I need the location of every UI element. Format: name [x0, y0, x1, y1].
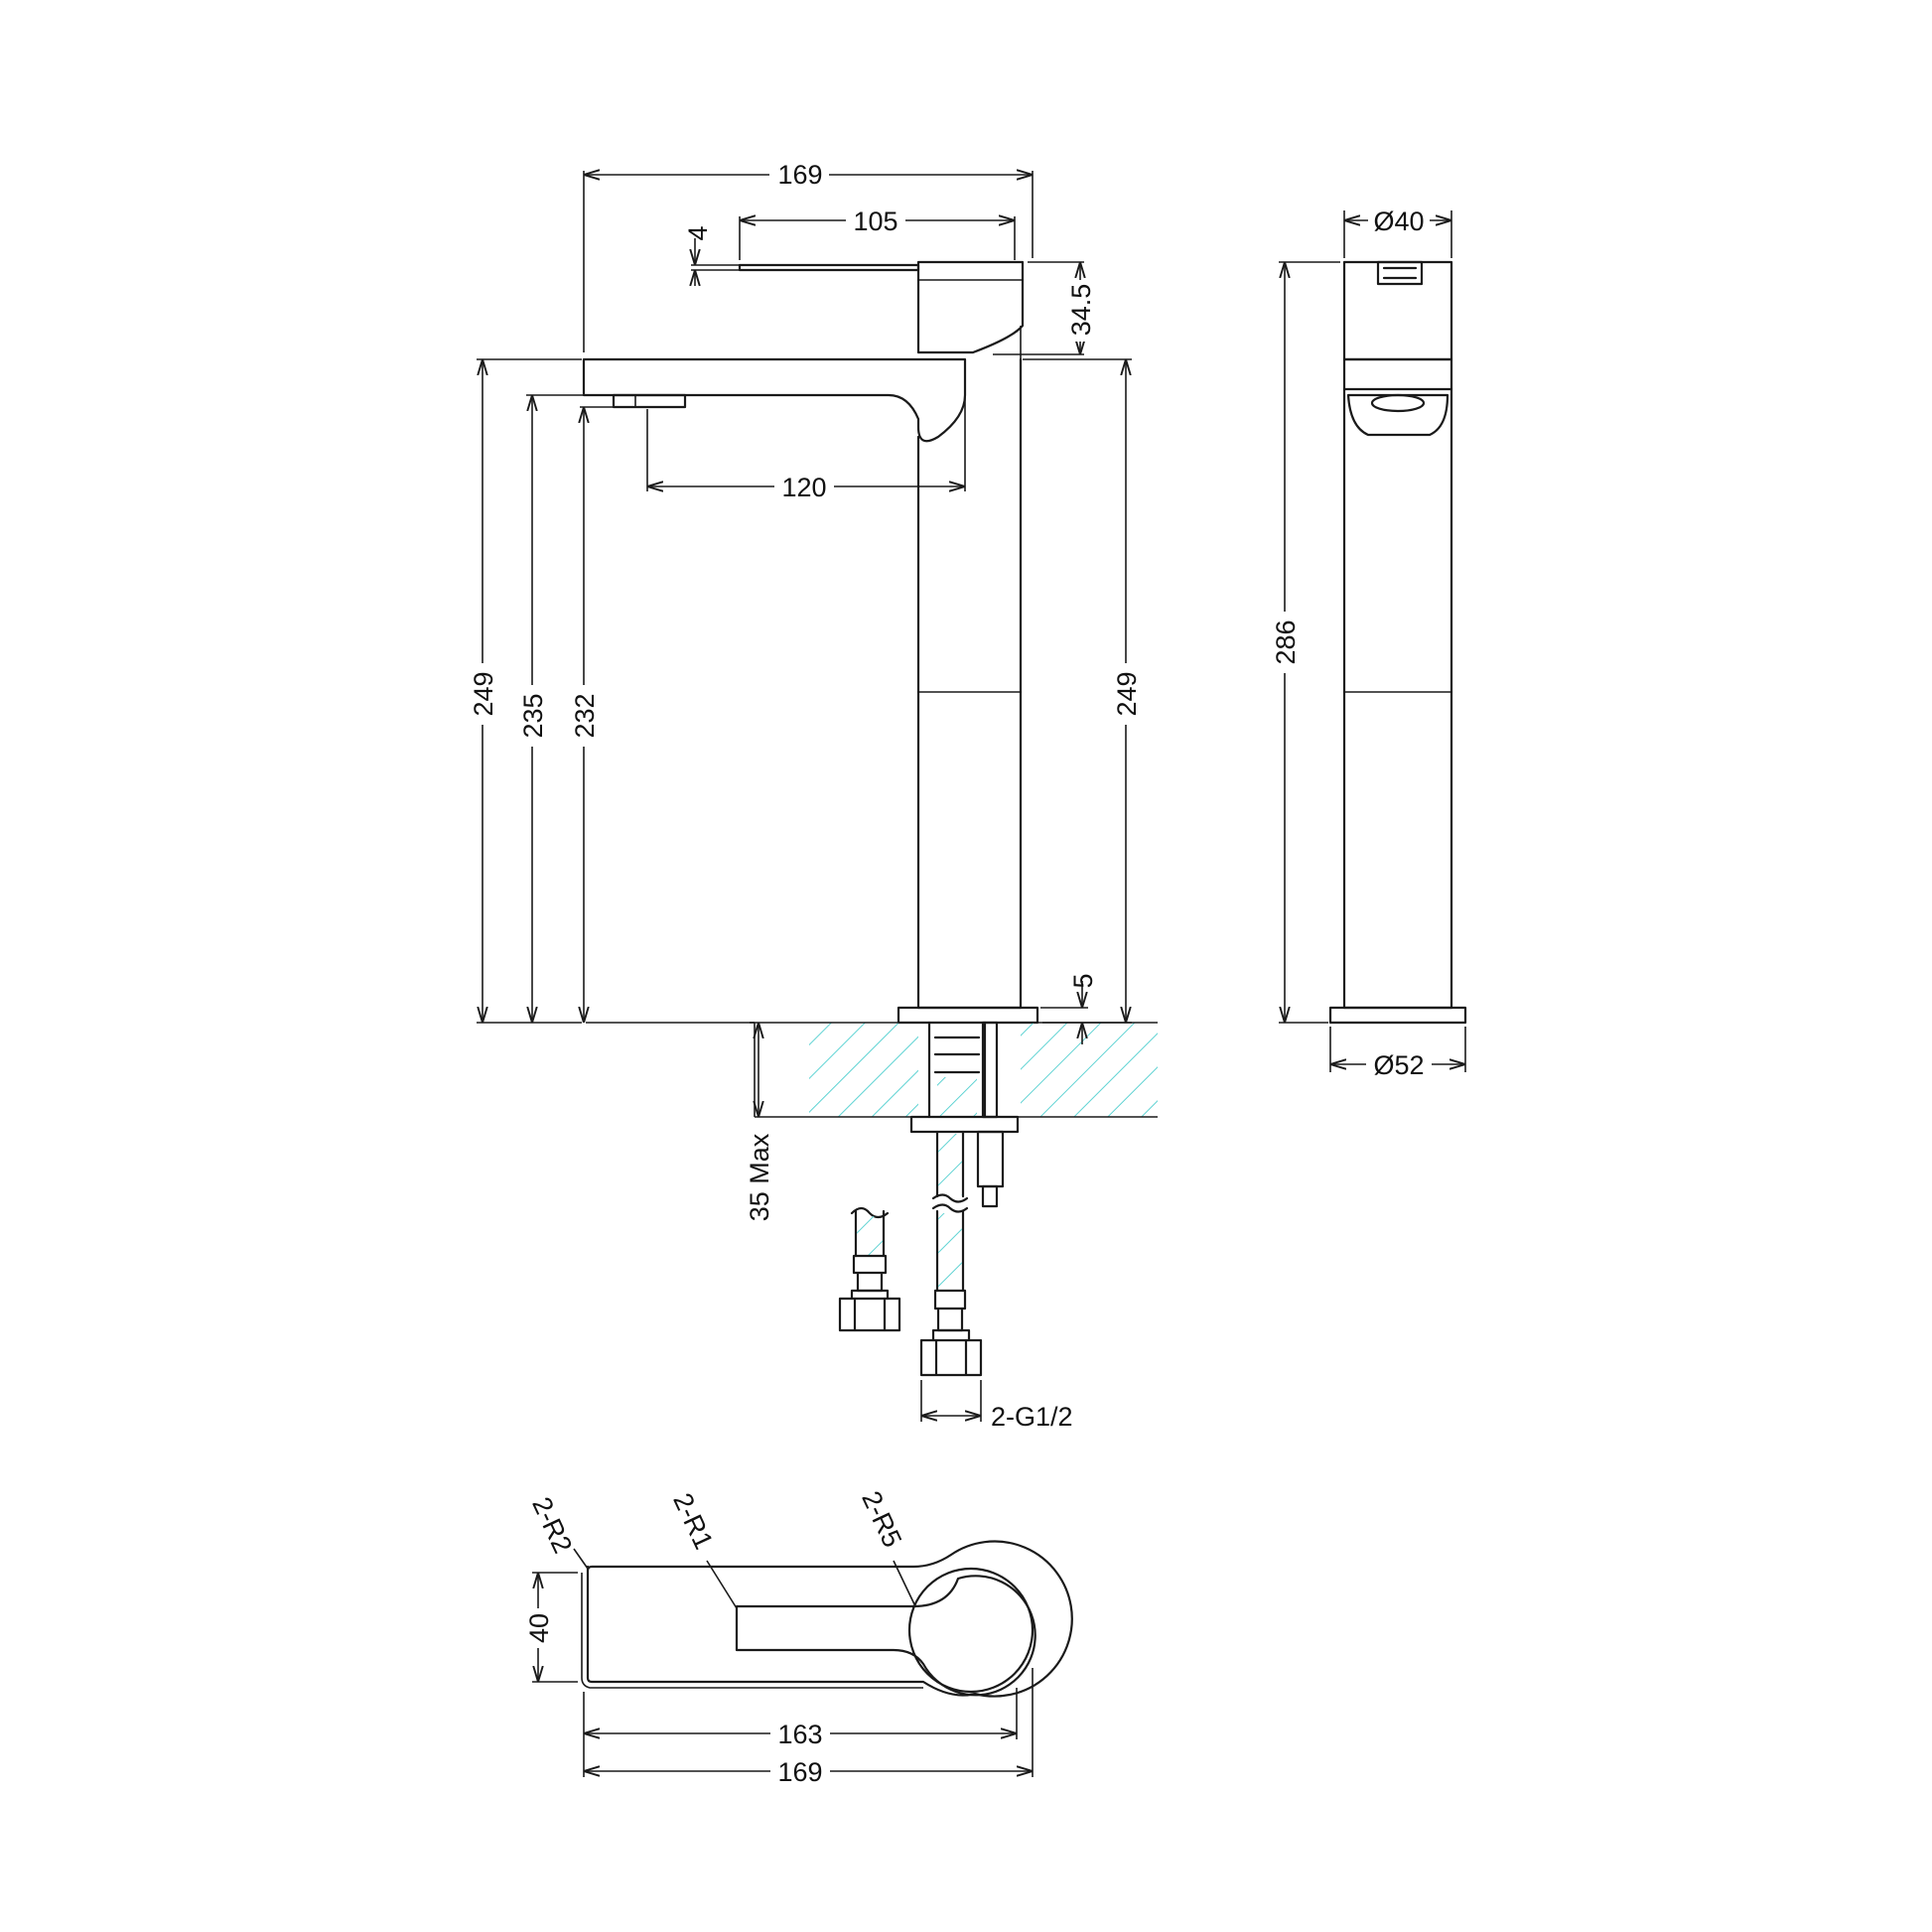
side-lever-slot [1376, 260, 1424, 286]
hose-nut [919, 1328, 983, 1377]
side-view: Ø40 286 Ø52 [1269, 205, 1467, 1080]
dim-height-right: 249 [1112, 671, 1142, 716]
base-plate [897, 1006, 1039, 1025]
front-view: 169 105 4 34.5 120 249 23 [467, 157, 1158, 1432]
shank-hatch [937, 1077, 977, 1117]
lever-handle [738, 263, 920, 272]
fixing-shank [927, 1021, 987, 1119]
plan-column-circle [907, 1567, 1035, 1694]
dim-lever-height: 34.5 [1066, 284, 1096, 337]
side-base [1328, 1006, 1467, 1025]
flexible-hose [935, 1130, 965, 1198]
plan-view: 2-R2 2-R1 2-R5 40 163 169 [522, 1486, 1073, 1787]
stud-bolt [981, 1021, 999, 1119]
plan-lever-slot [735, 1575, 1036, 1697]
lever-body [916, 260, 1025, 354]
tap-column [916, 357, 1023, 1010]
dim-inner-length: 163 [777, 1720, 822, 1749]
dim-radius-slot: 2-R1 [667, 1488, 719, 1554]
dim-overall-width: 169 [777, 160, 822, 190]
side-column [1342, 387, 1453, 1010]
dim-lever-thickness: 4 [683, 225, 713, 240]
deck-hatch-left [809, 1023, 918, 1117]
dim-overall-height: 286 [1271, 620, 1301, 664]
dim-spout-width: 40 [524, 1613, 554, 1643]
back-nut [909, 1115, 1020, 1134]
dim-deck-thickness: 35 Max [745, 1133, 774, 1221]
spout-arm [582, 357, 967, 443]
dim-height-spout-outlet: 232 [570, 693, 600, 738]
dim-body-diameter: Ø40 [1373, 207, 1424, 236]
dim-base-plate: 5 [1068, 973, 1098, 988]
dim-connector: 2-G1/2 [991, 1402, 1073, 1432]
hose-nut-short [838, 1289, 901, 1332]
dim-lever-length: 105 [853, 207, 897, 236]
dim-radius-lever: 2-R5 [856, 1486, 907, 1552]
dim-height-spout-top: 235 [518, 693, 548, 738]
spout-outlet [612, 393, 687, 409]
deck-hatch-right [1021, 1023, 1158, 1117]
side-spout-cap [1342, 357, 1453, 391]
plan-spout-outline [586, 1540, 1073, 1698]
side-aerator [1346, 393, 1449, 437]
dim-radius-corner: 2-R2 [526, 1492, 578, 1558]
dim-height-left-outer: 249 [469, 671, 498, 716]
dim-overall-length: 169 [777, 1757, 822, 1787]
dim-base-diameter: Ø52 [1373, 1050, 1424, 1080]
side-lever-block [1342, 260, 1453, 361]
dim-spout-reach: 120 [781, 473, 826, 502]
